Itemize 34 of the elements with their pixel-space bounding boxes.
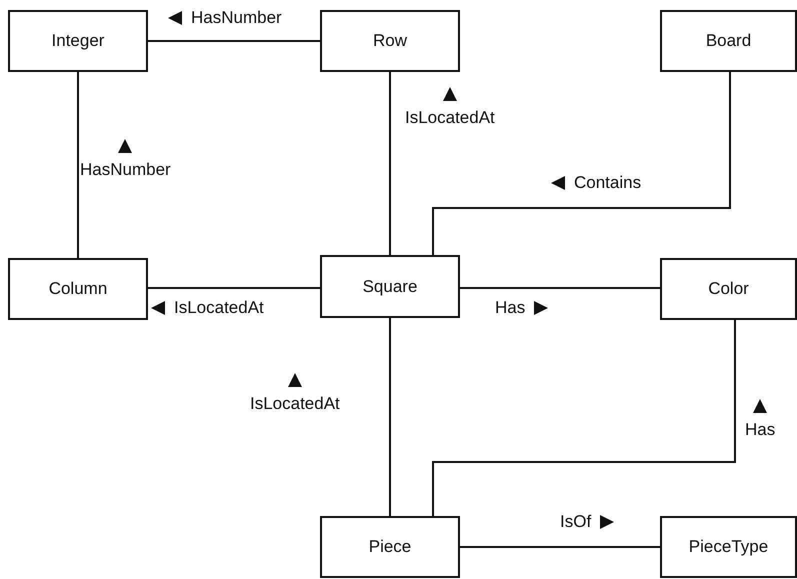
class-box (320, 516, 460, 578)
class-name: Column (48, 279, 108, 299)
association-line (389, 72, 391, 255)
class-name: Color (708, 279, 749, 299)
class-box (660, 516, 797, 578)
association-line (148, 40, 320, 42)
edge-label: HasNumber (191, 8, 282, 28)
edge-label: Contains (574, 173, 642, 193)
edge-label: IsLocatedAt (405, 108, 495, 128)
association-line (460, 546, 660, 548)
association-line (460, 287, 660, 289)
class-name: Piece (368, 537, 412, 557)
association-line (148, 287, 320, 289)
class-box (8, 10, 148, 72)
class-name: Row (372, 31, 407, 51)
class-name: PieceType (688, 537, 768, 557)
association-line (77, 72, 79, 258)
class-name: Integer (52, 31, 104, 51)
edge-label: IsLocatedAt (174, 298, 264, 318)
class-name: Board (706, 31, 752, 51)
class-box (660, 10, 797, 72)
edge-label: Has (495, 298, 526, 318)
edge-label: IsOf (560, 512, 592, 532)
edge-label: Has (745, 420, 776, 440)
association-line (432, 320, 736, 516)
edge-label: HasNumber (80, 160, 171, 180)
class-box (320, 10, 460, 72)
edge-label: IsLocatedAt (250, 394, 340, 414)
class-name: Square (362, 276, 418, 296)
class-box (8, 258, 148, 320)
association-line (432, 72, 731, 255)
class-box (660, 258, 797, 320)
association-line (389, 318, 391, 516)
class-box (320, 255, 460, 318)
